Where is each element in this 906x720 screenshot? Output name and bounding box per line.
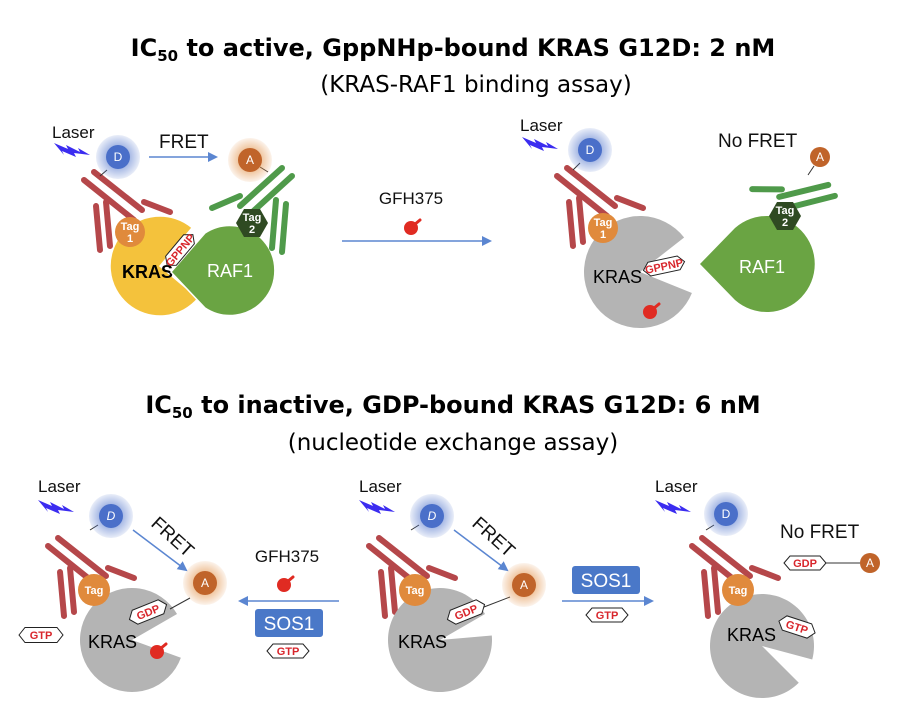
acceptor-fluorophore: A: [502, 563, 546, 607]
svg-text:Tag: Tag: [243, 212, 262, 224]
svg-text:A: A: [816, 150, 824, 164]
svg-text:2: 2: [782, 217, 788, 229]
panel-exchange-inhibited: Laser D FRET KRAS GDP Tag A GTP: [18, 477, 227, 692]
tag1: Tag 1: [115, 217, 145, 247]
compound-label: GFH375: [255, 547, 319, 566]
svg-text:D: D: [586, 143, 595, 157]
svg-text:SOS1: SOS1: [581, 571, 632, 592]
svg-text:Tag: Tag: [729, 585, 748, 597]
tag2: Tag 2: [769, 202, 801, 230]
tag: Tag: [399, 574, 431, 606]
svg-text:D: D: [107, 509, 116, 523]
svg-text:1: 1: [127, 233, 133, 245]
svg-text:Tag: Tag: [121, 221, 140, 233]
svg-text:A: A: [201, 576, 209, 590]
kras-label: KRAS: [727, 625, 776, 645]
no-fret-label: No FRET: [780, 522, 860, 543]
kras-label: KRAS: [122, 262, 173, 282]
top-transition-arrow: GFH375: [342, 189, 492, 246]
svg-text:1: 1: [600, 229, 606, 241]
tag1: Tag 1: [588, 213, 618, 243]
tag: Tag: [722, 574, 754, 606]
panel-exchange-gtp-bound: Laser D KRAS GTP Tag No FRET GDP A: [655, 477, 880, 698]
laser-label: Laser: [520, 116, 563, 135]
top-title: IC50 to active, GppNHp-bound KRAS G12D: …: [131, 34, 776, 65]
gtp-free-label: GTP: [18, 627, 64, 643]
gtp-label: GTP: [266, 643, 310, 659]
raf1-protein: [700, 216, 815, 312]
bottom-title: IC50 to inactive, GDP-bound KRAS G12D: 6…: [145, 391, 760, 422]
laser-icon: [359, 500, 395, 514]
kras-label: KRAS: [398, 632, 447, 652]
drug-icon: [402, 218, 422, 237]
no-fret-label: No FRET: [718, 131, 798, 152]
inhibited-exchange-arrow: GFH375 SOS1 GTP: [238, 547, 339, 659]
fret-label: FRET: [159, 132, 209, 153]
svg-text:GTP: GTP: [30, 630, 53, 642]
donor-fluorophore: D: [568, 128, 612, 172]
svg-text:D: D: [114, 150, 123, 164]
svg-text:GTP: GTP: [277, 646, 300, 658]
svg-text:Tag: Tag: [406, 585, 425, 597]
svg-text:2: 2: [249, 224, 255, 236]
raf1-label: RAF1: [207, 261, 253, 281]
svg-text:GTP: GTP: [596, 610, 619, 622]
gtp-label: GTP: [585, 607, 629, 623]
raf1-protein: [169, 224, 276, 317]
laser-icon: [54, 143, 90, 157]
top-subtitle: (KRAS-RAF1 binding assay): [320, 72, 631, 98]
acceptor-fluorophore: A: [183, 561, 227, 605]
sos1-box: SOS1: [255, 609, 323, 637]
drug-icon: [275, 575, 295, 594]
bottom-subtitle: (nucleotide exchange assay): [288, 430, 619, 456]
gdp-free-label: GDP: [783, 555, 827, 571]
svg-text:D: D: [428, 509, 437, 523]
laser-label: Laser: [52, 123, 95, 142]
svg-text:SOS1: SOS1: [264, 614, 315, 635]
kras-label: KRAS: [593, 267, 642, 287]
fret-label: FRET: [468, 513, 519, 562]
panel-kras-raf1-inhibited: Laser D KRAS GPPNP Tag 1 No FRET RAF1 Ta…: [520, 116, 838, 328]
gtp-bound-label: GTP: [778, 615, 816, 639]
laser-icon: [38, 500, 74, 514]
laser-label: Laser: [38, 477, 81, 496]
kras-label: KRAS: [88, 632, 137, 652]
svg-text:GDP: GDP: [793, 558, 817, 570]
raf1-label: RAF1: [739, 257, 785, 277]
panel-exchange-gdp-bound: Laser D FRET KRAS GDP Tag A: [359, 477, 546, 692]
acceptor-fluorophore: A: [860, 553, 880, 573]
svg-text:D: D: [722, 507, 731, 521]
kras-inactive-protein: [710, 593, 815, 698]
kras-inactive-protein: [584, 216, 692, 328]
fret-arrow: [132, 529, 188, 572]
laser-label: Laser: [359, 477, 402, 496]
laser-icon: [655, 500, 691, 514]
svg-text:A: A: [246, 153, 254, 167]
svg-text:A: A: [520, 578, 528, 592]
tag: Tag: [78, 574, 110, 606]
fret-label: FRET: [147, 513, 198, 562]
donor-fluorophore: D: [96, 135, 140, 179]
compound-label: GFH375: [379, 189, 443, 208]
fret-arrow: [453, 529, 509, 572]
acceptor-fluorophore: A: [810, 147, 830, 167]
svg-text:A: A: [866, 556, 874, 570]
donor-fluorophore: D: [410, 494, 454, 538]
laser-icon: [522, 137, 558, 151]
tag2: Tag 2: [236, 209, 268, 237]
panel-kras-raf1-bound: Laser D FRET KRAS RAF1 GPPNP Tag 1: [52, 123, 295, 317]
exchange-arrow: SOS1 GTP: [562, 566, 654, 623]
donor-fluorophore: D: [89, 494, 133, 538]
svg-text:Tag: Tag: [594, 217, 613, 229]
svg-text:Tag: Tag: [85, 585, 104, 597]
laser-label: Laser: [655, 477, 698, 496]
sos1-box: SOS1: [572, 566, 640, 594]
acceptor-fluorophore: A: [228, 138, 272, 182]
svg-text:Tag: Tag: [776, 205, 795, 217]
donor-fluorophore: D: [704, 492, 748, 536]
